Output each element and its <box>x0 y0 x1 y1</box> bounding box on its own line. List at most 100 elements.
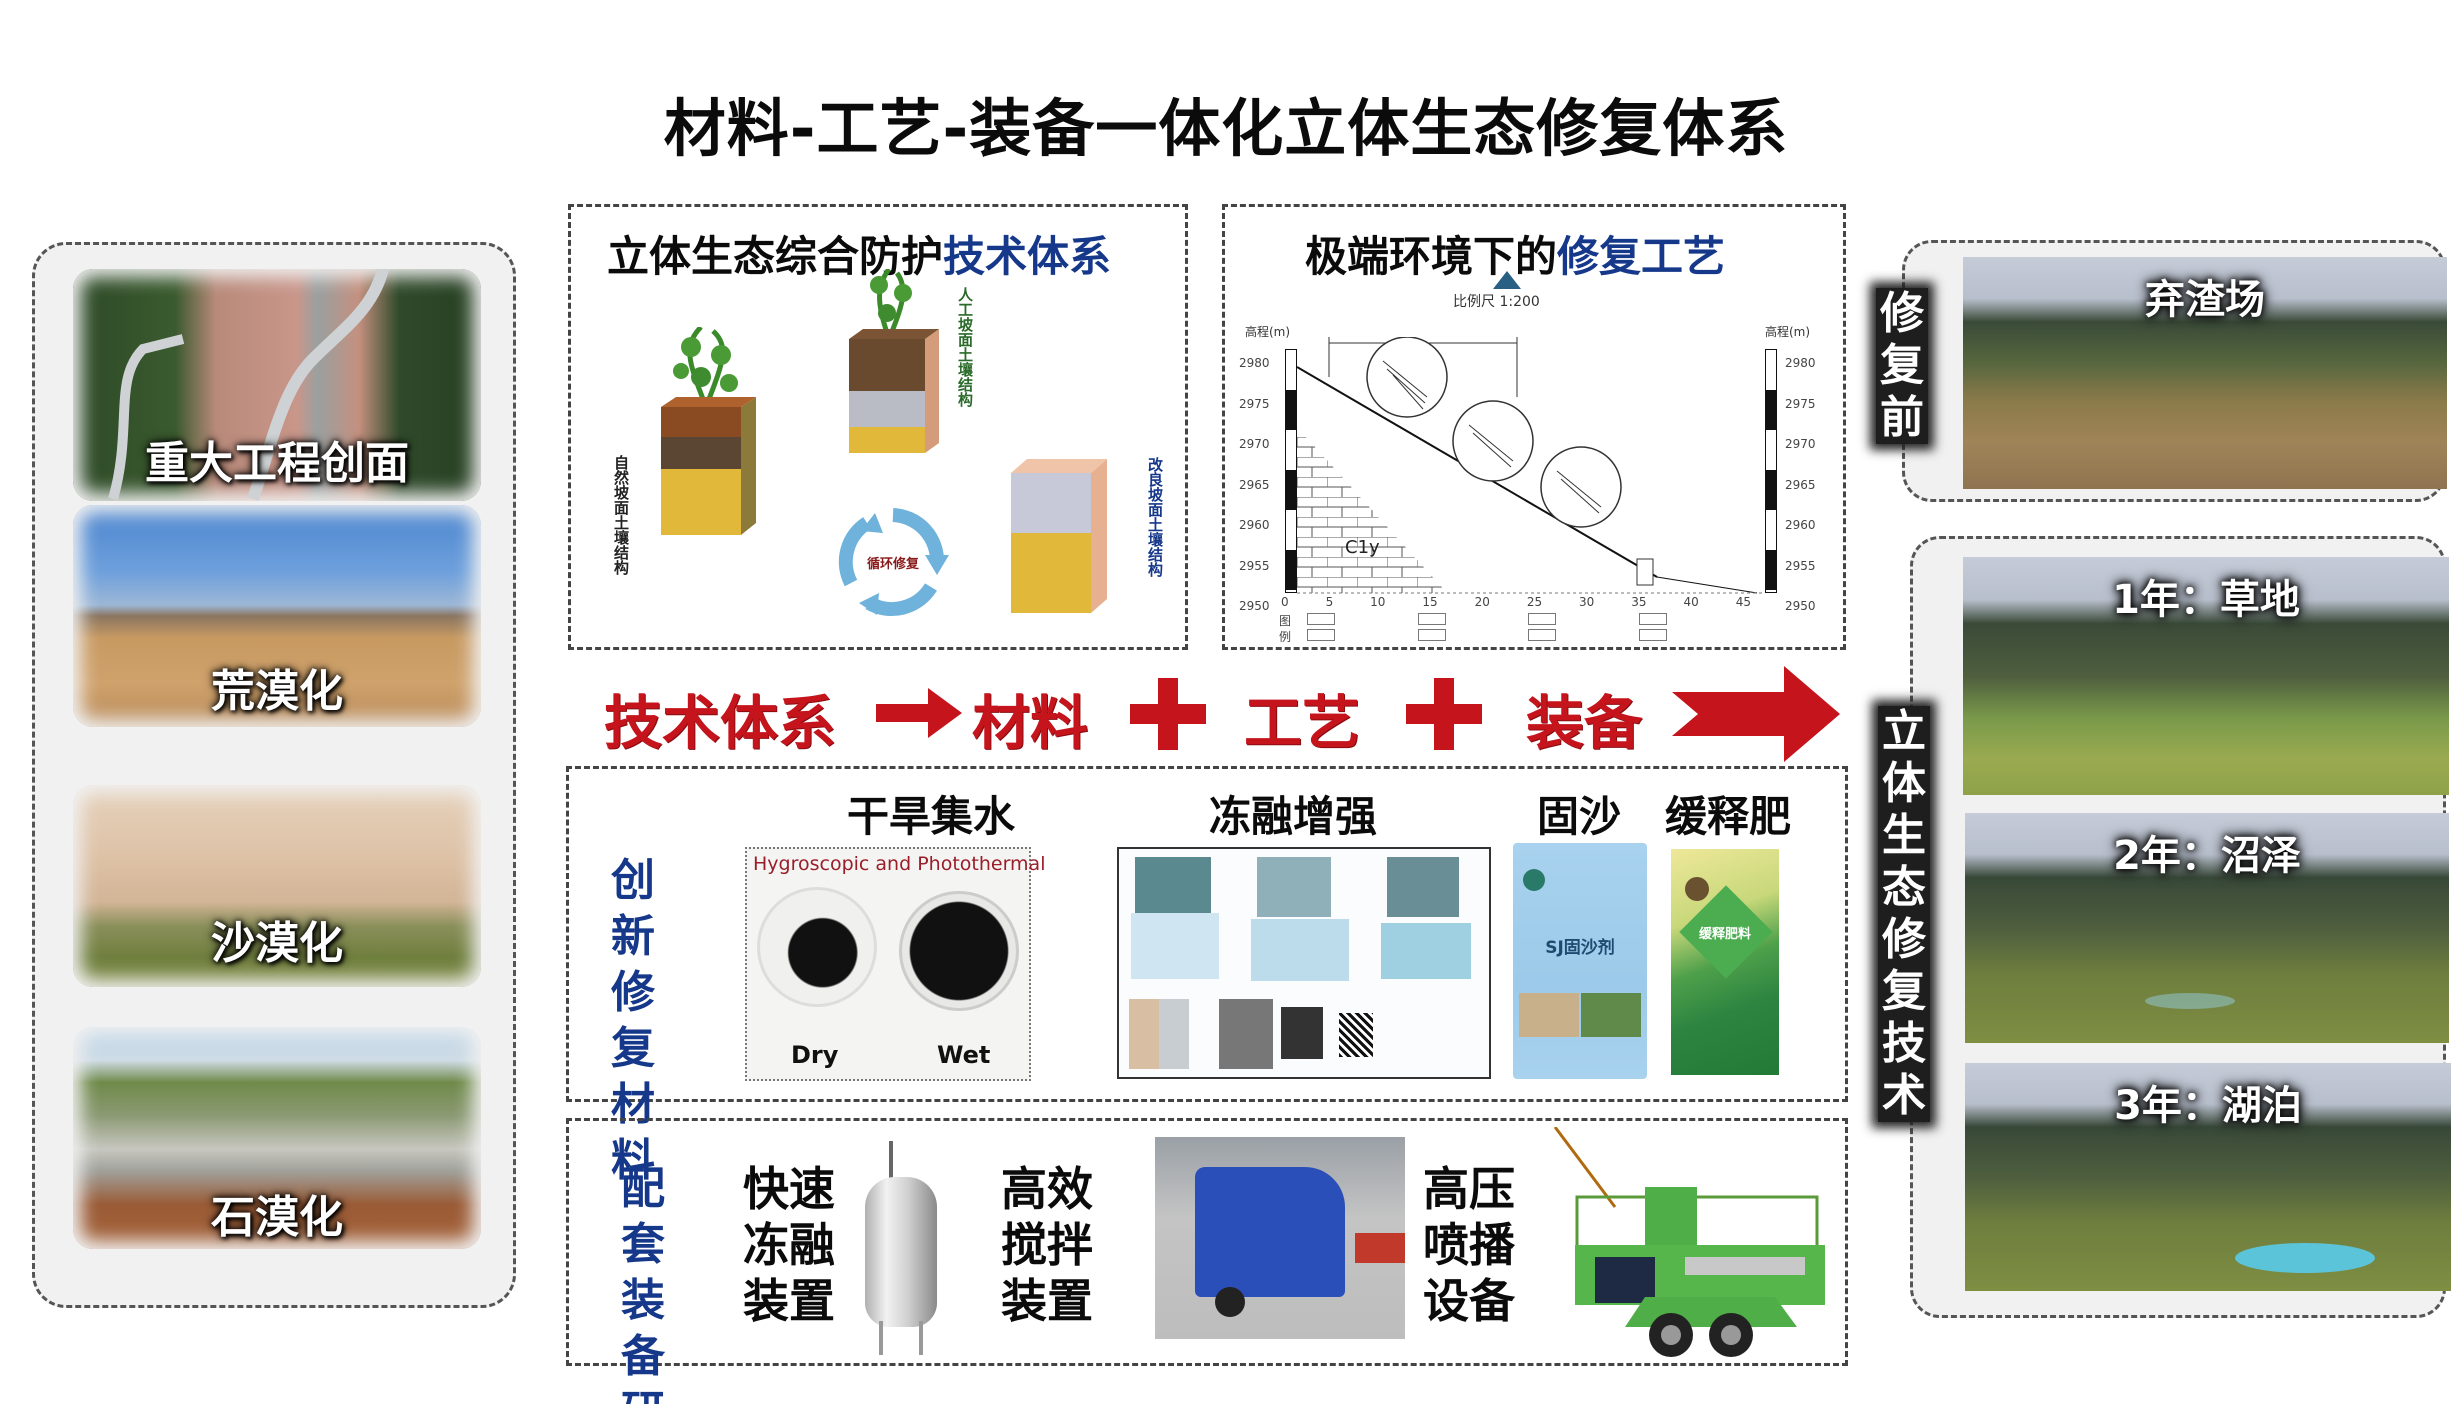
mixer-photo <box>1155 1137 1405 1339</box>
label-char: 术 <box>1882 1070 1926 1121</box>
product-fertilizer-name: 缓释肥料 <box>1698 927 1751 942</box>
card-title-freeze-thaw: 冻融增强 <box>1209 792 1378 841</box>
y-tick: 2955 <box>1785 558 1816 573</box>
equipment-box: 配套 装备 研究 快速 冻融 装置 高效 搅拌 装置 高压 喷播 设备 <box>566 1118 1848 1404</box>
equipment-section-label: 配套 装备 研究 <box>613 1161 673 1404</box>
equip-label-mixer: 高效 搅拌 装置 <box>997 1161 1097 1329</box>
restoration-results-box: 1年：草地 2年：沼泽 3年：湖泊 <box>1910 536 2451 1318</box>
label-line: 装置 <box>743 1274 835 1328</box>
photo-desertification: 荒漠化 <box>73 505 481 727</box>
degraded-land-panel: 重大工程创面 荒漠化 沙漠化 石漠化 <box>32 242 516 1308</box>
flow-tech-system: 技术体系 <box>604 689 837 757</box>
y-tick: 2980 <box>1239 356 1270 370</box>
x-ticks: 0 5 10 15 20 25 30 35 40 45 <box>1281 595 1751 609</box>
card-title-water-harvest: 干旱集水 <box>847 792 1016 841</box>
label-artificial-soil: 人工坡面土壤结构 <box>956 287 974 407</box>
caption-hygroscopic: Hygroscopic and Photothermal <box>753 853 1046 875</box>
x-tick: 45 <box>1735 595 1751 609</box>
label-spoil-site: 弃渣场 <box>2145 277 2265 323</box>
big-arrow-icon <box>1672 666 1840 762</box>
label-line: 快速 <box>743 1162 835 1216</box>
label-char: 技 <box>1882 1018 1926 1069</box>
legend-swatches <box>1307 613 1747 643</box>
photo-engineering-wound: 重大工程创面 <box>73 269 481 501</box>
label-year1: 1年：草地 <box>2112 577 2300 623</box>
x-tick: 5 <box>1325 595 1334 609</box>
right-scale-bar <box>1765 349 1777 593</box>
y-tick: 2950 <box>1239 599 1270 613</box>
label-line: 装备 <box>621 1275 665 1382</box>
flow-arrow-icon <box>876 688 962 738</box>
before-restoration-box: 弃渣场 <box>1902 240 2447 502</box>
page-title: 材料-工艺-装备一体化立体生态修复体系 <box>663 92 1789 165</box>
label-rocky-desertification: 石漠化 <box>211 1192 343 1243</box>
photo-rocky-desertification: 石漠化 <box>73 1027 481 1249</box>
product-fertilizer-bag: 缓释肥料 <box>1671 849 1779 1075</box>
label-char: 修 <box>1880 288 1924 339</box>
y-tick: 2950 <box>1785 599 1816 613</box>
y-ticks-left: 2980 2975 2970 2965 2960 2955 2950 <box>1239 343 1270 627</box>
y-tick: 2970 <box>1785 437 1816 451</box>
label-char: 复 <box>1882 966 1926 1017</box>
flow-equipment: 装备 <box>1526 689 1643 757</box>
x-tick: 35 <box>1631 595 1647 609</box>
soil-block-natural <box>651 325 761 541</box>
photo-year1-grassland: 1年：草地 <box>1963 557 2449 795</box>
x-tick: 25 <box>1526 595 1543 609</box>
label-improved-soil: 改良坡面土壤结构 <box>1146 457 1164 577</box>
label-char: 体 <box>1882 758 1926 809</box>
product-sand-fixing-bag: SJ固沙剂 <box>1513 843 1647 1079</box>
label-line: 高效 <box>1001 1162 1093 1216</box>
label-desertification: 荒漠化 <box>211 666 343 717</box>
y-tick: 2960 <box>1785 518 1816 532</box>
cycle-label: 循环修复 <box>866 557 919 572</box>
x-tick: 0 <box>1281 595 1289 609</box>
photo-year3-lake: 3年：湖泊 <box>1965 1063 2451 1291</box>
tech-system-box: 立体生态综合防护技术体系 自然坡面土壤结构 人工坡面土壤结构 <box>568 204 1188 650</box>
before-restoration-label: 修 复 前 <box>1876 288 1928 444</box>
label-line: 创新 <box>611 855 655 962</box>
materials-section-label: 创新 修复 材料 <box>603 853 663 1189</box>
card-water-harvest: Hygroscopic and Photothermal Dry Wet <box>745 847 1045 1081</box>
label-char: 生 <box>1882 810 1926 861</box>
flow-row: 技术体系 材料 工艺 装备 <box>600 666 1840 762</box>
y-tick: 2955 <box>1239 558 1270 573</box>
y-tick: 2980 <box>1785 356 1816 370</box>
y-tick: 2975 <box>1785 396 1816 411</box>
label-natural-soil: 自然坡面土壤结构 <box>612 455 630 575</box>
legend: 图 例 <box>1279 613 1291 645</box>
x-tick: 40 <box>1683 595 1699 609</box>
photo-sand-desertification: 沙漠化 <box>73 785 481 987</box>
label-line: 材料 <box>611 1079 655 1186</box>
x-tick: 15 <box>1422 595 1438 609</box>
label-line: 配套 <box>621 1163 665 1270</box>
cycle-arrows: 循环修复 <box>833 503 953 627</box>
label-wet: Wet <box>937 1041 991 1069</box>
soil-block-artificial <box>839 267 949 473</box>
label-line: 修复 <box>611 967 655 1074</box>
rock-label: C1y <box>1345 537 1380 558</box>
x-tick: 10 <box>1370 595 1386 609</box>
hydroseeder-truck <box>1553 1127 1825 1357</box>
soil-block-improved <box>1003 443 1113 647</box>
plus-icon <box>1406 678 1482 750</box>
left-axis-label: 高程(m) <box>1245 325 1291 339</box>
y-tick: 2960 <box>1239 518 1270 532</box>
tech-system-title: 立体生态综合防护技术体系 <box>607 223 1111 284</box>
photo-year2-marsh: 2年：沼泽 <box>1965 813 2449 1043</box>
label-engineering-wound: 重大工程创面 <box>145 438 409 489</box>
restoration-tech-label: 立 体 生 态 修 复 技 术 <box>1878 706 1930 1122</box>
tech-system-title-blue: 技术体系 <box>943 232 1112 281</box>
label-line: 研究 <box>613 1385 673 1404</box>
label-year2: 2年：沼泽 <box>2113 833 2301 879</box>
label-year3: 3年：湖泊 <box>2114 1083 2302 1129</box>
legend-head: 图 <box>1279 614 1292 628</box>
y-ticks-right: 2980 2975 2970 2965 2960 2955 2950 <box>1785 343 1816 627</box>
process-box: 极端环境下的修复工艺 比例尺 1:200 高程(m) 高程(m) 2980 29… <box>1222 204 1846 650</box>
y-tick: 2970 <box>1239 437 1270 451</box>
freeze-thaw-tank <box>865 1177 937 1327</box>
right-axis-label: 高程(m) <box>1765 325 1811 339</box>
legend-head: 例 <box>1279 630 1292 644</box>
process-title-blue: 修复工艺 <box>1557 232 1726 281</box>
product-sand-fixing-name: SJ固沙剂 <box>1545 938 1615 958</box>
